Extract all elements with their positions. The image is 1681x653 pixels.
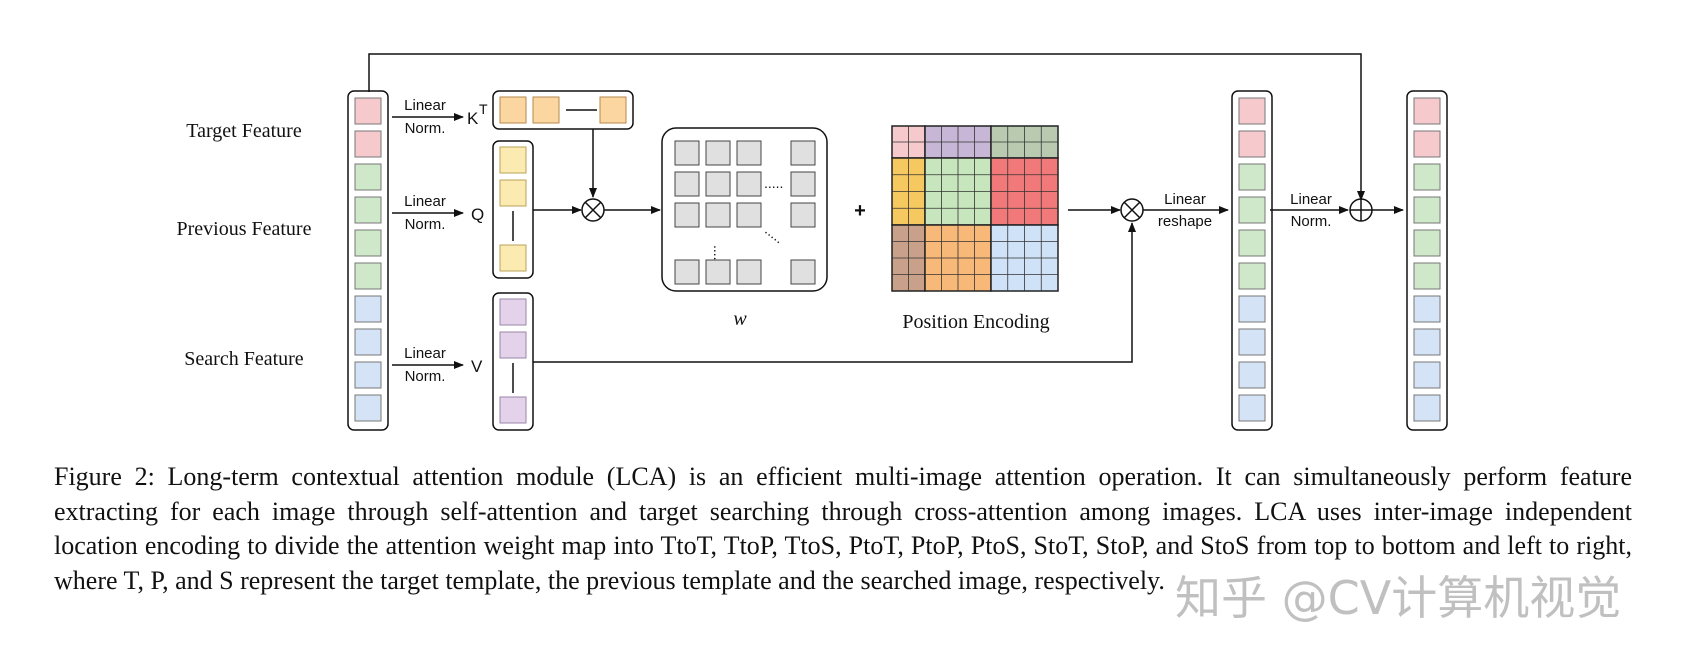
token-cell — [354, 262, 382, 290]
token-cell — [1413, 295, 1441, 323]
search-feature-label: Search Feature — [184, 348, 304, 370]
matmul-operator-2 — [1120, 198, 1144, 222]
svg-text:Norm.: Norm. — [405, 216, 446, 233]
svg-text:Norm.: Norm. — [1291, 213, 1332, 230]
weight-cell — [736, 202, 762, 228]
weight-cell — [790, 171, 816, 197]
token-cell — [499, 146, 527, 174]
token-cell — [354, 130, 382, 158]
key-cell — [499, 96, 527, 124]
k-symbol: K — [467, 109, 479, 128]
token-cell — [1413, 361, 1441, 389]
weight-cell — [705, 140, 731, 166]
projected-token-column — [1231, 90, 1273, 431]
linear-norm-q: Linear Norm. Q — [392, 193, 484, 233]
svg-text:Linear: Linear — [1164, 191, 1206, 208]
key-cell — [532, 96, 560, 124]
token-cell — [354, 361, 382, 389]
token-cell — [499, 179, 527, 207]
token-cell — [1413, 328, 1441, 356]
token-cell — [1238, 229, 1266, 257]
token-cell — [1238, 394, 1266, 422]
svg-text:Norm.: Norm. — [405, 120, 446, 137]
key-transposed-row — [492, 90, 634, 130]
token-cell — [1413, 262, 1441, 290]
token-cell — [1413, 394, 1441, 422]
linear-reshape: Linear reshape — [1143, 191, 1229, 230]
svg-text:.....: ..... — [764, 175, 783, 191]
token-cell — [354, 196, 382, 224]
linear-norm-out: Linear Norm. — [1270, 191, 1349, 230]
add-operator — [1349, 198, 1373, 222]
lca-diagram: Target Feature Previous Feature Search F… — [177, 53, 1448, 431]
token-cell — [1238, 295, 1266, 323]
token-cell — [1413, 163, 1441, 191]
previous-feature-label: Previous Feature — [177, 218, 312, 240]
position-encoding-label: Position Encoding — [902, 311, 1049, 333]
weight-cell — [736, 140, 762, 166]
input-token-column — [347, 90, 389, 431]
token-cell — [1238, 163, 1266, 191]
target-feature-label: Target Feature — [186, 120, 302, 142]
token-cell — [354, 97, 382, 125]
token-cell — [499, 244, 527, 272]
token-cell — [499, 396, 527, 424]
w-label: w — [733, 308, 747, 330]
token-cell — [354, 229, 382, 257]
weight-cell — [790, 140, 816, 166]
token-cell — [499, 298, 527, 326]
token-cell — [354, 328, 382, 356]
svg-text:Linear: Linear — [404, 97, 446, 114]
svg-text:Linear: Linear — [404, 193, 446, 210]
token-cell — [1413, 229, 1441, 257]
token-cell — [354, 163, 382, 191]
token-cell — [1238, 328, 1266, 356]
weight-cell — [705, 259, 731, 285]
weight-cell — [790, 202, 816, 228]
svg-text:reshape: reshape — [1158, 213, 1212, 230]
v-symbol: V — [471, 357, 483, 376]
token-cell — [1238, 196, 1266, 224]
weight-cell — [736, 171, 762, 197]
weight-cell — [705, 202, 731, 228]
key-cell — [599, 96, 627, 124]
weight-cell — [674, 140, 700, 166]
token-cell — [1238, 262, 1266, 290]
attention-weight-map: .............. — [661, 127, 828, 292]
weight-cell — [736, 259, 762, 285]
weight-cell — [674, 202, 700, 228]
residual-connection-arrow — [368, 53, 1365, 201]
svg-text:.....: ..... — [762, 222, 787, 247]
token-cell — [1413, 196, 1441, 224]
position-encoding-grid — [891, 125, 1059, 292]
output-token-column — [1406, 90, 1448, 431]
weight-cell — [674, 259, 700, 285]
token-cell — [1413, 130, 1441, 158]
k-transpose-symbol: T — [479, 101, 488, 117]
linear-norm-k: Linear Norm. K T — [392, 97, 488, 137]
value-column — [492, 292, 534, 431]
token-cell — [1238, 361, 1266, 389]
svg-text:Norm.: Norm. — [405, 368, 446, 385]
weight-cell — [705, 171, 731, 197]
weight-cell — [790, 259, 816, 285]
q-symbol: Q — [471, 205, 484, 224]
query-column — [492, 140, 534, 279]
svg-text:....: .... — [711, 245, 727, 261]
figure-caption: Figure 2: Long-term contextual attention… — [54, 462, 1632, 595]
token-cell — [354, 295, 382, 323]
plus-operator: + — [854, 200, 866, 222]
token-cell — [499, 331, 527, 359]
token-cell — [1238, 130, 1266, 158]
matmul-operator-1 — [581, 198, 605, 222]
svg-text:Linear: Linear — [1290, 191, 1332, 208]
weight-cell — [674, 171, 700, 197]
token-cell — [354, 394, 382, 422]
token-cell — [1413, 97, 1441, 125]
token-cell — [1238, 97, 1266, 125]
linear-norm-v: Linear Norm. V — [392, 345, 483, 385]
svg-text:Linear: Linear — [404, 345, 446, 362]
